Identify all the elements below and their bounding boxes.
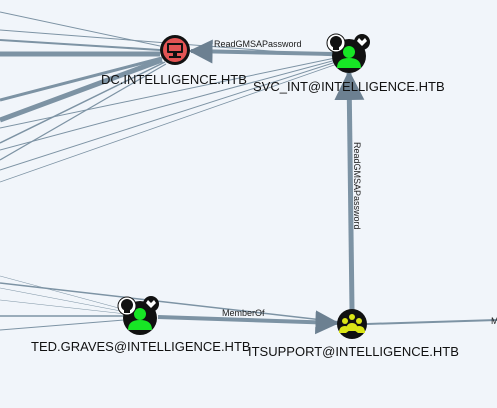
edge-label-svc-to-dc: ReadGMSAPassword — [214, 39, 302, 49]
edge[interactable] — [0, 299, 127, 315]
edge[interactable] — [0, 319, 125, 331]
node-label-dc: DC.INTELLIGENCE.HTB — [101, 72, 247, 87]
node-label-itsupport: ITSUPPORT@INTELLIGENCE.HTB — [248, 344, 459, 359]
edge-label-ted-to-itsupport: MemberOf — [222, 308, 265, 318]
node-label-svc-int: SVC_INT@INTELLIGENCE.HTB — [253, 79, 445, 94]
node-itsupport[interactable]: ITSUPPORT@INTELLIGENCE.HTB — [248, 309, 459, 359]
skull-icon — [326, 33, 346, 53]
edge-ted-to-itsupport[interactable]: MemberOf — [157, 308, 340, 335]
edge[interactable] — [0, 63, 167, 161]
node-ted-graves[interactable]: TED.GRAVES@INTELLIGENCE.HTB — [31, 296, 251, 354]
edge[interactable] — [0, 282, 341, 323]
crown-icon — [143, 296, 159, 312]
edge-label-itsupport-to-svc: ReadGMSAPassword — [352, 142, 362, 230]
edge-svc-to-dc[interactable]: ReadGMSAPassword — [188, 39, 334, 64]
node-dc[interactable]: DC.INTELLIGENCE.HTB — [101, 35, 247, 87]
edge[interactable] — [0, 57, 336, 129]
edge[interactable] — [0, 275, 127, 311]
edge-itsupport-to-svc[interactable]: ReadGMSAPassword — [334, 70, 365, 311]
skull-icon — [117, 296, 137, 316]
edge[interactable] — [0, 59, 337, 151]
edge-label-itsupport-out: M — [491, 316, 497, 326]
edge-itsupport-out[interactable]: M — [366, 316, 497, 326]
edge[interactable] — [0, 57, 163, 123]
node-svc-int[interactable]: SVC_INT@INTELLIGENCE.HTB — [253, 33, 445, 94]
node-label-ted-graves: TED.GRAVES@INTELLIGENCE.HTB — [31, 339, 251, 354]
background-edges — [0, 11, 341, 331]
user-icon — [128, 308, 152, 330]
edge[interactable] — [0, 61, 166, 144]
crown-icon — [354, 34, 370, 50]
user-icon — [337, 46, 361, 68]
edge[interactable] — [0, 39, 161, 51]
computer-icon — [167, 43, 183, 58]
edge[interactable] — [0, 61, 337, 171]
edge[interactable] — [0, 287, 127, 313]
edge[interactable] — [0, 56, 163, 102]
edge[interactable] — [0, 63, 338, 183]
group-icon — [339, 314, 365, 333]
